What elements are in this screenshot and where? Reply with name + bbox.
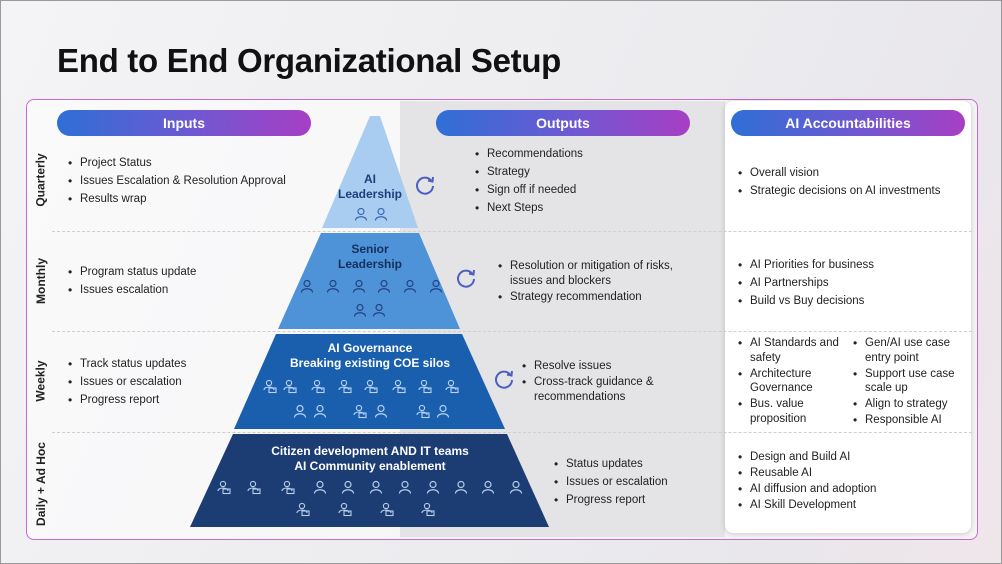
list-item: Status updates <box>552 455 668 473</box>
accountabilities-list-daily: Design and Build AI Reusable AI AI diffu… <box>736 450 876 514</box>
list-item: Bus. value proposition <box>736 397 846 426</box>
list-item: AI Standards and safety <box>736 336 846 365</box>
list-item: Recommendations <box>473 145 583 163</box>
accountabilities-list-weekly-col1: AI Standards and safety Architecture Gov… <box>736 336 846 428</box>
list-item: Strategic decisions on AI investments <box>736 182 941 200</box>
inputs-header: Inputs <box>57 110 311 136</box>
page-title: End to End Organizational Setup <box>57 42 562 79</box>
list-item: Resolution or mitigation of risks, issue… <box>496 259 696 288</box>
list-item: Cross-track guidance & recommendations <box>520 375 670 404</box>
row-separator <box>52 231 972 232</box>
list-item: Support use case scale up <box>851 367 963 396</box>
list-item: Gen/AI use case entry point <box>851 336 963 365</box>
refresh-cycle-icon <box>416 176 434 195</box>
list-item: Results wrap <box>66 190 286 208</box>
list-item: Sign off if needed <box>473 181 583 199</box>
list-item: Issues or escalation <box>66 373 186 391</box>
list-item: Strategy <box>473 163 583 181</box>
refresh-cycle-icon <box>457 269 475 288</box>
list-item: Architecture Governance <box>736 367 846 396</box>
row-separator <box>52 331 972 332</box>
list-item: Issues or escalation <box>552 473 668 491</box>
list-item: Strategy recommendation <box>496 290 696 305</box>
list-item: AI Skill Development <box>736 498 876 513</box>
list-item: Build vs Buy decisions <box>736 292 874 310</box>
outputs-list-weekly: Resolve issues Cross-track guidance & re… <box>520 359 670 406</box>
list-item: Design and Build AI <box>736 450 876 465</box>
pyramid-tier-senior-leadership <box>278 233 460 329</box>
list-item: Next Steps <box>473 199 583 217</box>
list-item: Progress report <box>552 491 668 509</box>
list-item: AI Priorities for business <box>736 256 874 274</box>
outputs-list-monthly: Resolution or mitigation of risks, issue… <box>496 259 696 306</box>
list-item: Issues escalation <box>66 281 196 299</box>
list-item: Progress report <box>66 391 186 409</box>
accountabilities-list-monthly: AI Priorities for business AI Partnershi… <box>736 256 874 310</box>
outputs-header: Outputs <box>436 110 690 136</box>
list-item: Align to strategy <box>851 397 963 412</box>
list-item: Program status update <box>66 263 196 281</box>
pyramid-tier-citizen-development <box>190 434 549 527</box>
outputs-list-daily: Status updates Issues or escalation Prog… <box>552 455 668 509</box>
pyramid-tier-ai-leadership <box>322 116 418 228</box>
accountabilities-list-weekly-col2: Gen/AI use case entry point Support use … <box>851 336 963 429</box>
accountabilities-header: AI Accountabilities <box>731 110 965 136</box>
inputs-list-monthly: Program status update Issues escalation <box>66 263 196 299</box>
list-item: Overall vision <box>736 164 941 182</box>
list-item: Issues Escalation & Resolution Approval <box>66 172 286 190</box>
list-item: Reusable AI <box>736 466 876 481</box>
inputs-list-quarterly: Project Status Issues Escalation & Resol… <box>66 154 286 208</box>
pyramid-tier-ai-governance <box>234 334 505 429</box>
row-separator <box>52 432 972 433</box>
list-item: Project Status <box>66 154 286 172</box>
list-item: AI Partnerships <box>736 274 874 292</box>
list-item: Resolve issues <box>520 359 670 374</box>
inputs-list-weekly: Track status updates Issues or escalatio… <box>66 355 186 409</box>
list-item: AI diffusion and adoption <box>736 482 876 497</box>
list-item: Track status updates <box>66 355 186 373</box>
outputs-list-quarterly: Recommendations Strategy Sign off if nee… <box>473 145 583 217</box>
refresh-cycle-icon <box>495 370 513 389</box>
accountabilities-list-quarterly: Overall vision Strategic decisions on AI… <box>736 164 941 200</box>
list-item: Responsible AI <box>851 413 963 428</box>
